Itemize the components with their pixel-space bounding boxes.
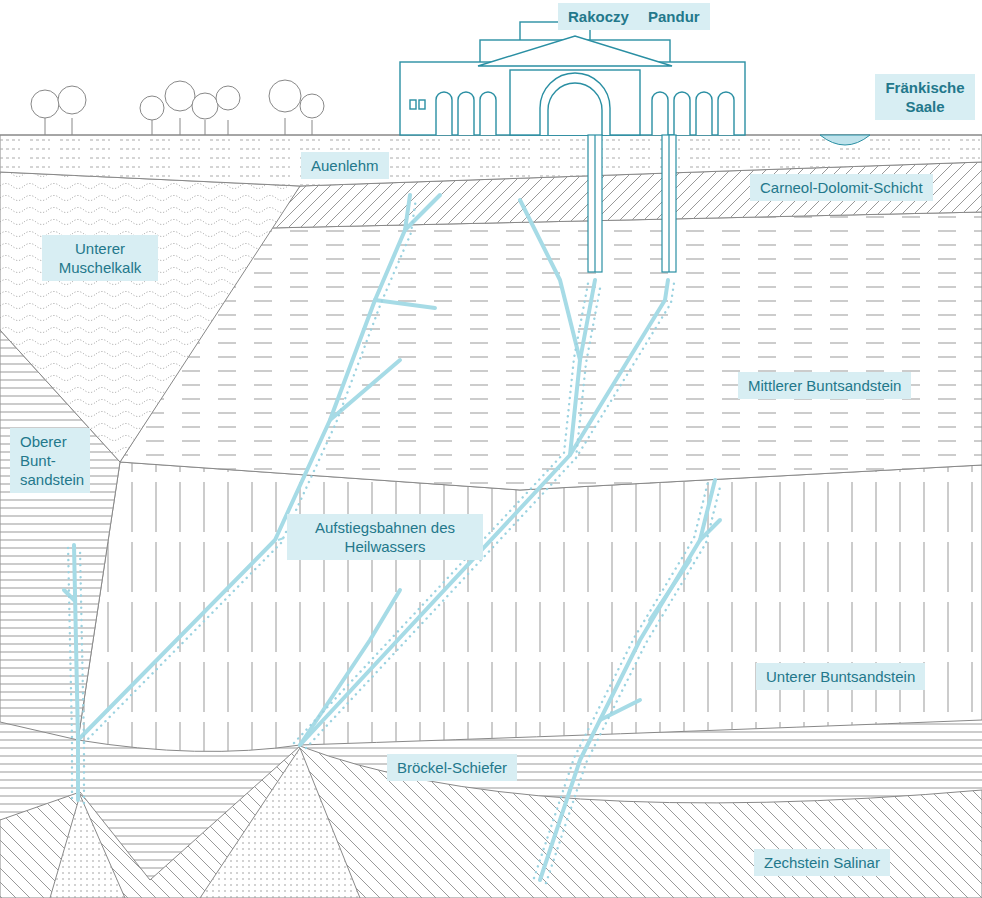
label-text: Mittlerer Buntsandstein — [748, 376, 901, 395]
layer-label: Aufstiegsbahnen des Heilwassers — [287, 514, 483, 560]
label-text: Rakoczy — [568, 7, 629, 26]
label-text: Carneol-Dolomit-Schicht — [760, 178, 923, 197]
layer-label: Carneol-Dolomit-Schicht — [750, 174, 933, 201]
label-text: Unterer Buntsandstein — [766, 667, 915, 686]
label-text: Aufstiegsbahnen des Heilwassers — [297, 518, 473, 556]
label-text: Oberer Bunt- sandstein — [20, 432, 80, 489]
layer-label: Mittlerer Buntsandstein — [738, 372, 911, 399]
layer-label: Fränkische Saale — [875, 74, 975, 120]
label-text: Zechstein Salinar — [764, 853, 880, 872]
label-text: Bröckel-Schiefer — [397, 758, 507, 777]
layer-label: Pandur — [638, 3, 710, 30]
layer-label: Auenlehm — [301, 152, 389, 179]
layer-label: Zechstein Salinar — [754, 849, 890, 876]
layer-label: Unterer Buntsandstein — [756, 663, 925, 690]
layer-label: Unterer Muschelkalk — [42, 235, 158, 281]
label-text: Fränkische Saale — [885, 78, 965, 116]
label-text: Auenlehm — [311, 156, 379, 175]
label-text: Pandur — [648, 7, 700, 26]
layer-label: Oberer Bunt- sandstein — [10, 428, 90, 493]
label-text: Unterer Muschelkalk — [52, 239, 148, 277]
layer-label: Rakoczy — [558, 3, 639, 30]
layer-label: Bröckel-Schiefer — [387, 754, 517, 781]
